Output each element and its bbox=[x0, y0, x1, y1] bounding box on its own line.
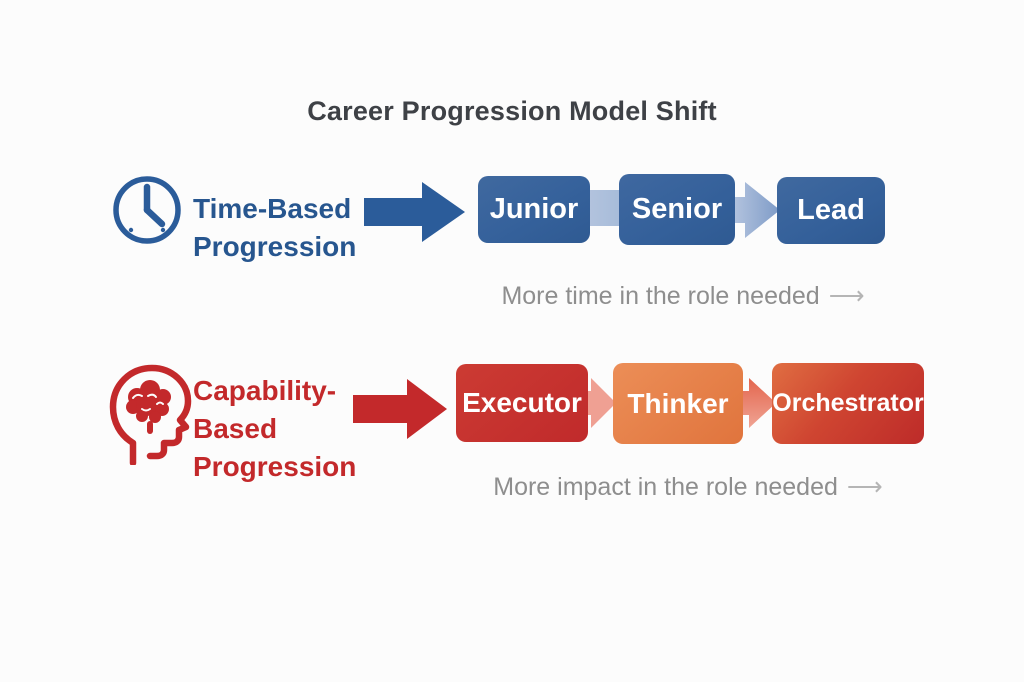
stage-label: Orchestrator bbox=[772, 389, 924, 417]
capability-stage-orchestrator: Orchestrator bbox=[772, 363, 924, 444]
stage-label: Senior bbox=[631, 193, 723, 225]
stage-label: Thinker bbox=[627, 387, 729, 419]
time-stage-junior: Junior bbox=[478, 176, 590, 243]
capability-row-label-line2: Based bbox=[193, 413, 278, 444]
stage-label: Executor bbox=[462, 387, 582, 418]
capability-row-label-line1: Capability- bbox=[193, 375, 337, 406]
connector-arrow-senior-lead-icon bbox=[728, 182, 780, 238]
time-stage-senior: Senior bbox=[619, 174, 735, 245]
page-title: Career Progression Model Shift bbox=[307, 96, 717, 126]
clock-icon bbox=[113, 176, 181, 244]
time-row-label-line2: Progression bbox=[193, 231, 357, 262]
capability-stage-executor: Executor bbox=[456, 364, 588, 442]
capability-caption: More impact in the role needed ⟶ bbox=[462, 472, 914, 502]
time-row-label-line1: Time-Based bbox=[193, 193, 352, 224]
capability-row-label-line3: Progression bbox=[193, 451, 357, 482]
caption-arrow-icon: ⟶ bbox=[846, 473, 883, 501]
connector-arrow-thinker-orchestrator-icon bbox=[739, 378, 776, 428]
right-arrow-blue-icon bbox=[364, 182, 465, 242]
brain-icon bbox=[109, 364, 192, 465]
right-arrow-red-icon bbox=[353, 379, 447, 439]
time-stage-lead: Lead bbox=[777, 177, 885, 244]
capability-caption-text: More impact in the role needed bbox=[493, 473, 838, 501]
time-caption: More time in the role needed ⟶ bbox=[478, 281, 888, 311]
caption-arrow-icon: ⟶ bbox=[828, 282, 865, 310]
capability-row-label: Capability- Based Progression bbox=[193, 372, 356, 486]
time-row-label: Time-Based Progression bbox=[193, 190, 356, 266]
capability-stage-thinker: Thinker bbox=[613, 363, 743, 444]
stage-label: Lead bbox=[797, 194, 865, 226]
time-caption-text: More time in the role needed bbox=[501, 282, 820, 310]
connector-arrow-executor-thinker-icon bbox=[583, 378, 616, 428]
stage-label: Junior bbox=[489, 193, 579, 225]
connector-bar-junior-senior bbox=[585, 190, 625, 226]
